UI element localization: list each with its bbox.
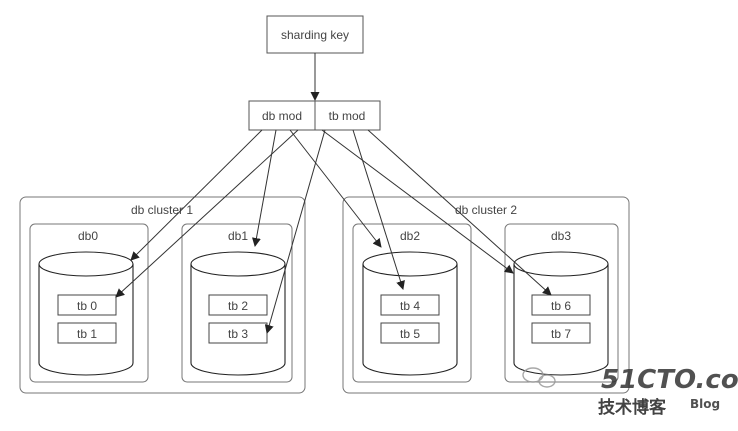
arrow-to-db0 xyxy=(130,129,263,261)
tb4-label: tb 4 xyxy=(400,299,420,313)
mapping-arrows xyxy=(115,129,552,334)
db3-node: db3 tb 6 tb 7 xyxy=(504,223,619,383)
db0-node: db0 tb 0 tb 1 xyxy=(29,223,149,383)
arrow-to-db1 xyxy=(251,129,277,247)
db2-label: db2 xyxy=(400,229,420,243)
site-watermark: 51CTO.com 技术博客 Blog xyxy=(522,365,738,418)
watermark-cn: 技术博客 xyxy=(598,397,667,418)
tb-mod-label: tb mod xyxy=(329,109,366,123)
cluster-2-label: db cluster 2 xyxy=(455,203,517,217)
db-cluster-1: db cluster 1 db0 tb 0 tb 1 db1 tb 2 tb 3 xyxy=(19,196,306,394)
watermark-blog: Blog xyxy=(690,397,720,411)
arrow-to-db3 xyxy=(321,129,514,274)
tb1-label: tb 1 xyxy=(77,327,97,341)
db1-label: db1 xyxy=(228,229,248,243)
db2-node: db2 tb 4 tb 5 xyxy=(352,223,472,383)
mod-router: db mod tb mod xyxy=(248,100,381,131)
watermark-site: 51CTO.com xyxy=(601,365,738,395)
arrow-to-db2 xyxy=(289,129,382,248)
tb0-label: tb 0 xyxy=(77,299,97,313)
arrow-to-tb0 xyxy=(115,129,299,298)
tb6-label: tb 6 xyxy=(551,299,571,313)
tb3-label: tb 3 xyxy=(228,327,248,341)
db3-label: db3 xyxy=(551,229,571,243)
sharding-key-node: sharding key xyxy=(266,15,364,54)
cluster-1-label: db cluster 1 xyxy=(131,203,193,217)
arrow-to-tb3 xyxy=(264,129,326,334)
arrow-to-tb6 xyxy=(367,129,552,296)
tb2-label: tb 2 xyxy=(228,299,248,313)
arrow-to-tb4 xyxy=(352,129,405,290)
chat-bubble-icon xyxy=(522,367,556,388)
db1-node: db1 tb 2 tb 3 xyxy=(181,223,293,383)
tb5-label: tb 5 xyxy=(400,327,420,341)
db0-label: db0 xyxy=(78,229,98,243)
tb7-label: tb 7 xyxy=(551,327,571,341)
db-cluster-2: db cluster 2 db2 tb 4 tb 5 db3 tb 6 tb 7 xyxy=(342,196,630,394)
db-mod-label: db mod xyxy=(262,109,302,123)
sharding-key-label: sharding key xyxy=(281,28,349,42)
